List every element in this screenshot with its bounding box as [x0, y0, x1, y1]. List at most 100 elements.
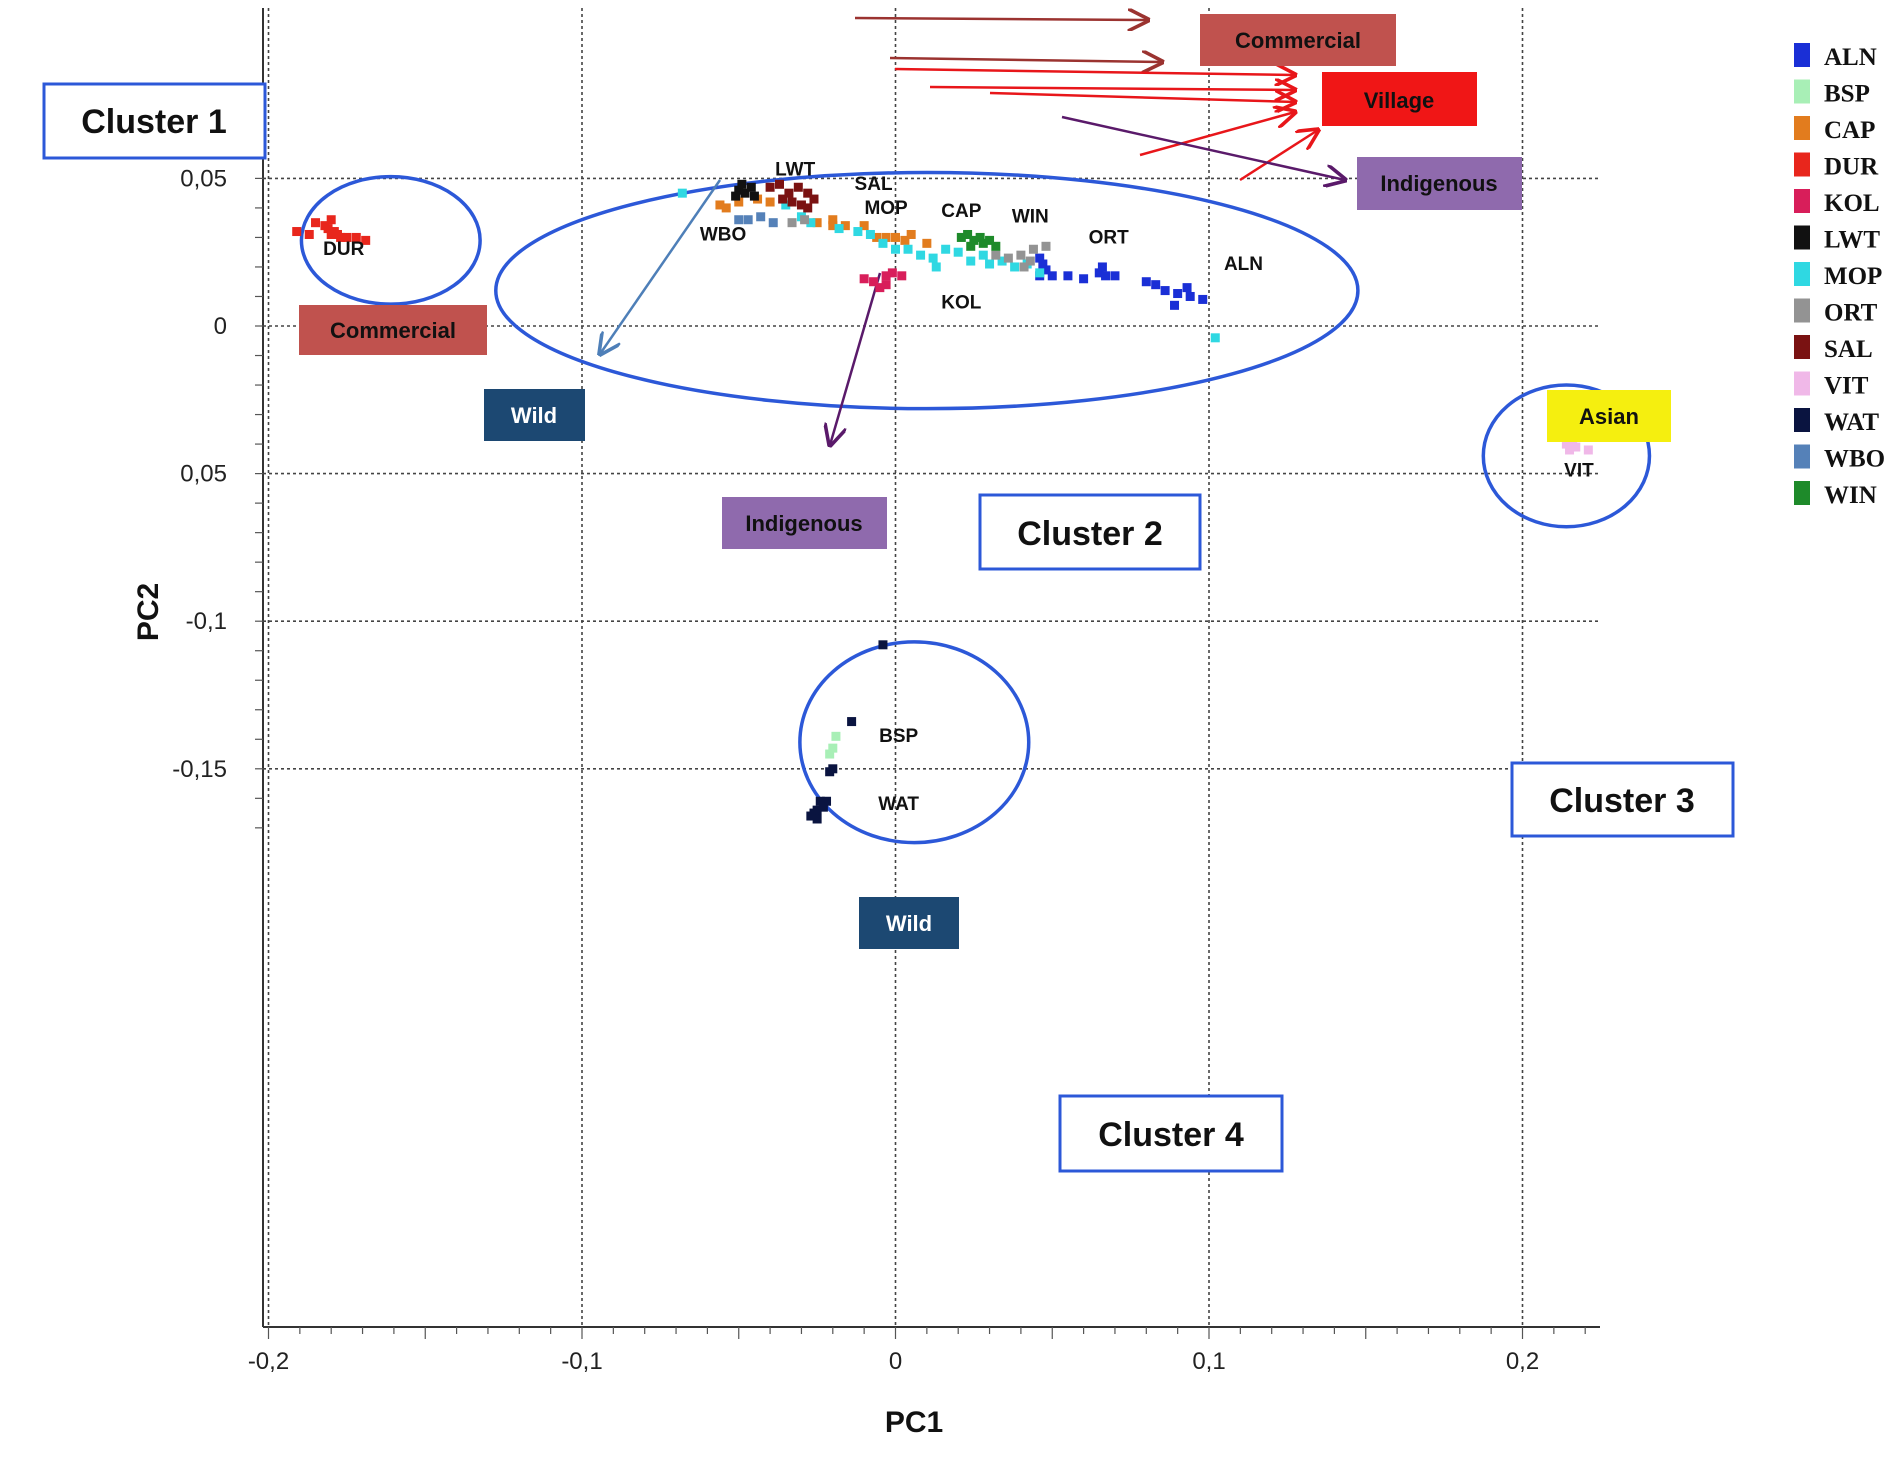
svg-text:Wild: Wild — [886, 911, 932, 936]
point-aln — [1151, 280, 1161, 290]
point-dur — [292, 227, 302, 237]
svg-text:Indigenous: Indigenous — [1380, 171, 1497, 196]
point-sal — [775, 179, 785, 189]
point-win — [978, 238, 988, 248]
point-aln — [1173, 289, 1183, 299]
label-ort: ORT — [1089, 227, 1130, 248]
tag-wild-left: Wild — [484, 389, 585, 441]
cluster-2-ellipse — [494, 170, 1360, 411]
point-dur — [336, 232, 346, 242]
point-sal — [803, 203, 813, 213]
point-win — [966, 241, 976, 251]
svg-text:Commercial: Commercial — [1235, 28, 1361, 53]
point-mop — [865, 229, 875, 239]
point-wat — [806, 811, 816, 821]
legend-label: KOL — [1824, 190, 1880, 217]
arrow-win-indigenous — [1061, 115, 1345, 180]
point-vit — [1565, 445, 1575, 455]
arrow-sal-commercial — [889, 58, 1162, 62]
svg-text:Cluster 1: Cluster 1 — [81, 103, 227, 141]
label-win: WIN — [1012, 207, 1049, 228]
label-cap: CAP — [941, 201, 981, 222]
label-mop: MOP — [864, 198, 908, 219]
y-tick-label: 0,05 — [180, 165, 227, 192]
arrow-cap-village — [989, 93, 1295, 102]
arrow-sal-village — [894, 69, 1295, 75]
point-kol — [869, 277, 879, 287]
point-sal — [784, 188, 794, 198]
point-mop — [891, 244, 900, 254]
legend-label: BSP — [1824, 81, 1870, 108]
point-cap — [765, 197, 775, 207]
legend-label: WAT — [1824, 409, 1879, 436]
cluster-1-label: Cluster 1 — [42, 82, 267, 160]
svg-text:Wild: Wild — [511, 403, 557, 428]
y-tick-label: -0,1 — [186, 608, 227, 635]
legend-swatch — [1794, 225, 1810, 250]
y-tick-label: -0,15 — [172, 756, 227, 783]
point-aln — [1170, 300, 1180, 310]
point-aln — [1035, 253, 1045, 263]
legend-label: WIN — [1824, 482, 1877, 509]
x-axis-title: PC1 — [885, 1406, 943, 1439]
point-aln — [1185, 291, 1195, 301]
legend-item-sal: SAL — [1794, 335, 1873, 363]
point-ort — [1003, 253, 1013, 263]
point-wbo — [768, 218, 778, 228]
point-kol — [881, 280, 891, 290]
label-wbo: WBO — [700, 224, 746, 245]
legend-swatch — [1794, 189, 1810, 213]
data-points — [292, 179, 1593, 824]
point-win — [969, 235, 979, 245]
arrow-kol-indigenous — [830, 272, 882, 445]
label-sal: SAL — [855, 174, 893, 195]
point-cap — [715, 200, 725, 210]
x-tick-label: -0,1 — [561, 1348, 602, 1375]
point-dur — [361, 235, 371, 245]
legend-item-cap: CAP — [1794, 116, 1875, 144]
point-mop — [853, 227, 863, 237]
point-sal — [778, 194, 788, 204]
legend-label: MOP — [1824, 263, 1882, 290]
legend-item-wbo: WBO — [1794, 444, 1885, 473]
legend-swatch — [1794, 116, 1810, 140]
minor-ticks — [255, 177, 1586, 1339]
svg-text:Cluster 3: Cluster 3 — [1549, 782, 1695, 820]
point-ort — [1019, 262, 1029, 272]
label-bsp: BSP — [879, 726, 918, 747]
svg-text:Cluster 4: Cluster 4 — [1098, 1116, 1244, 1154]
legend-item-kol: KOL — [1794, 189, 1880, 217]
point-mop — [677, 188, 687, 198]
point-win — [985, 235, 995, 245]
point-sal — [765, 182, 775, 192]
tag-commercial-left: Commercial — [299, 305, 487, 355]
arrow-ort-village — [1139, 112, 1295, 157]
point-kol — [859, 274, 869, 284]
point-kol — [881, 271, 891, 281]
legend-swatch — [1794, 481, 1810, 505]
point-cap — [906, 229, 916, 239]
point-kol — [875, 283, 885, 293]
svg-text:Commercial: Commercial — [330, 318, 456, 343]
x-tick-label: -0,2 — [248, 1348, 289, 1375]
label-vit: VIT — [1564, 461, 1594, 482]
cluster-ellipses — [299, 170, 1652, 845]
label-kol: KOL — [941, 292, 982, 313]
point-cap — [900, 235, 910, 245]
point-wat — [822, 796, 832, 806]
point-dur — [342, 232, 352, 242]
arrow-wbo-wild — [600, 179, 722, 354]
legend-swatch — [1794, 444, 1810, 469]
point-mop — [966, 256, 976, 266]
point-win — [963, 229, 973, 239]
legend-swatch — [1794, 262, 1810, 286]
cluster-4-label: Cluster 4 — [1058, 1094, 1284, 1173]
point-wat — [815, 796, 825, 806]
point-lwt — [737, 179, 747, 189]
svg-text:Asian: Asian — [1579, 404, 1639, 429]
arrow-aln-village — [1239, 130, 1318, 182]
point-vit — [1583, 445, 1593, 455]
x-tick-label: 0 — [889, 1348, 902, 1375]
